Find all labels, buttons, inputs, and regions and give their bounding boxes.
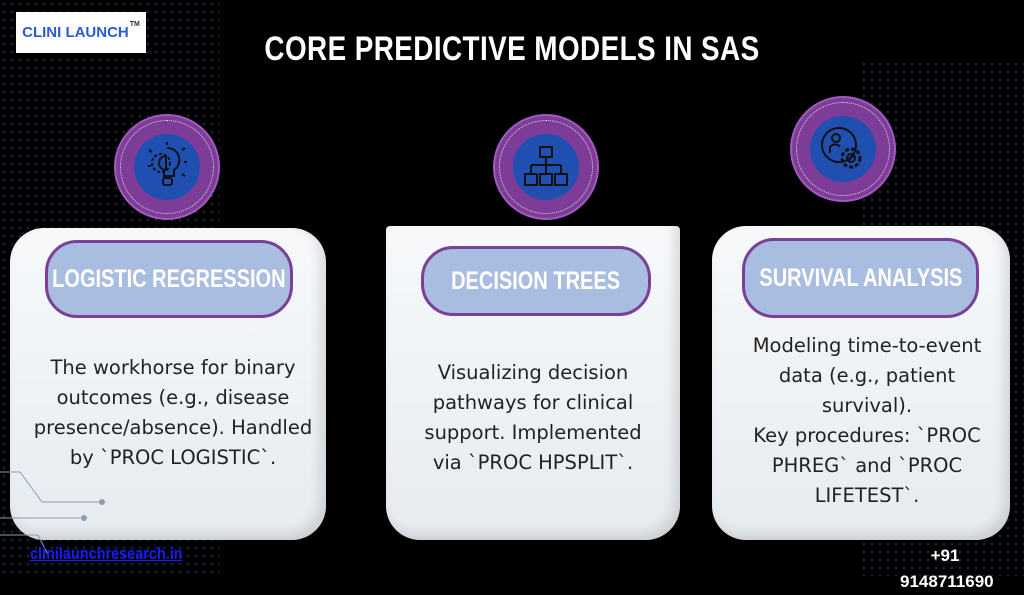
desc-line: Visualizing decision xyxy=(437,361,629,384)
circuit-lines-decoration xyxy=(0,471,105,556)
description-logistic-regression: The workhorse for binary outcomes (e.g., … xyxy=(10,353,336,473)
desc-line: presence/absence). Handled xyxy=(33,416,313,439)
desc-line: Key procedures: `PROC xyxy=(753,424,981,447)
desc-line: by `PROC LOGISTIC`. xyxy=(69,446,277,469)
user-gear-icon xyxy=(790,96,896,202)
heading-text: SURVIVAL ANALYSIS xyxy=(758,263,963,292)
desc-line: support. Implemented xyxy=(424,421,642,444)
desc-line: pathways for clinical xyxy=(432,391,634,414)
desc-line: LIFETEST`. xyxy=(814,484,920,507)
description-decision-trees: Visualizing decision pathways for clinica… xyxy=(386,358,680,478)
lightbulb-gear-icon xyxy=(114,114,220,220)
trademark: TM xyxy=(129,21,140,28)
heading-text: DECISION TREES xyxy=(451,266,621,295)
desc-line: via `PROC HPSPLIT`. xyxy=(432,451,634,474)
desc-line: outcomes (e.g., disease xyxy=(56,386,290,409)
desc-line: The workhorse for binary xyxy=(50,356,296,379)
desc-line: survival). xyxy=(821,394,913,417)
phone-prefix: +91 xyxy=(930,546,960,565)
logo-text: CLINI LAUNCH xyxy=(22,24,129,41)
desc-line: Modeling time-to-event xyxy=(752,334,982,357)
heading-decision-trees: DECISION TREES xyxy=(421,246,651,316)
heading-text: LOGISTIC REGRESSION xyxy=(52,264,286,293)
website-link[interactable]: clinilaunchresearch.in xyxy=(30,544,183,563)
page-title: CORE PREDICTIVE MODELS IN SAS xyxy=(264,30,760,68)
heading-survival-analysis: SURVIVAL ANALYSIS xyxy=(742,238,979,318)
description-survival-analysis: Modeling time-to-event data (e.g., patien… xyxy=(712,331,1022,511)
hierarchy-icon xyxy=(493,114,599,220)
phone-digits: 9148711690 xyxy=(900,572,994,591)
heading-logistic-regression: LOGISTIC REGRESSION xyxy=(45,240,293,318)
phone-number: +91 9148711690 xyxy=(900,543,994,595)
desc-line: PHREG` and `PROC xyxy=(771,454,963,477)
desc-line: data (e.g., patient xyxy=(778,364,956,387)
